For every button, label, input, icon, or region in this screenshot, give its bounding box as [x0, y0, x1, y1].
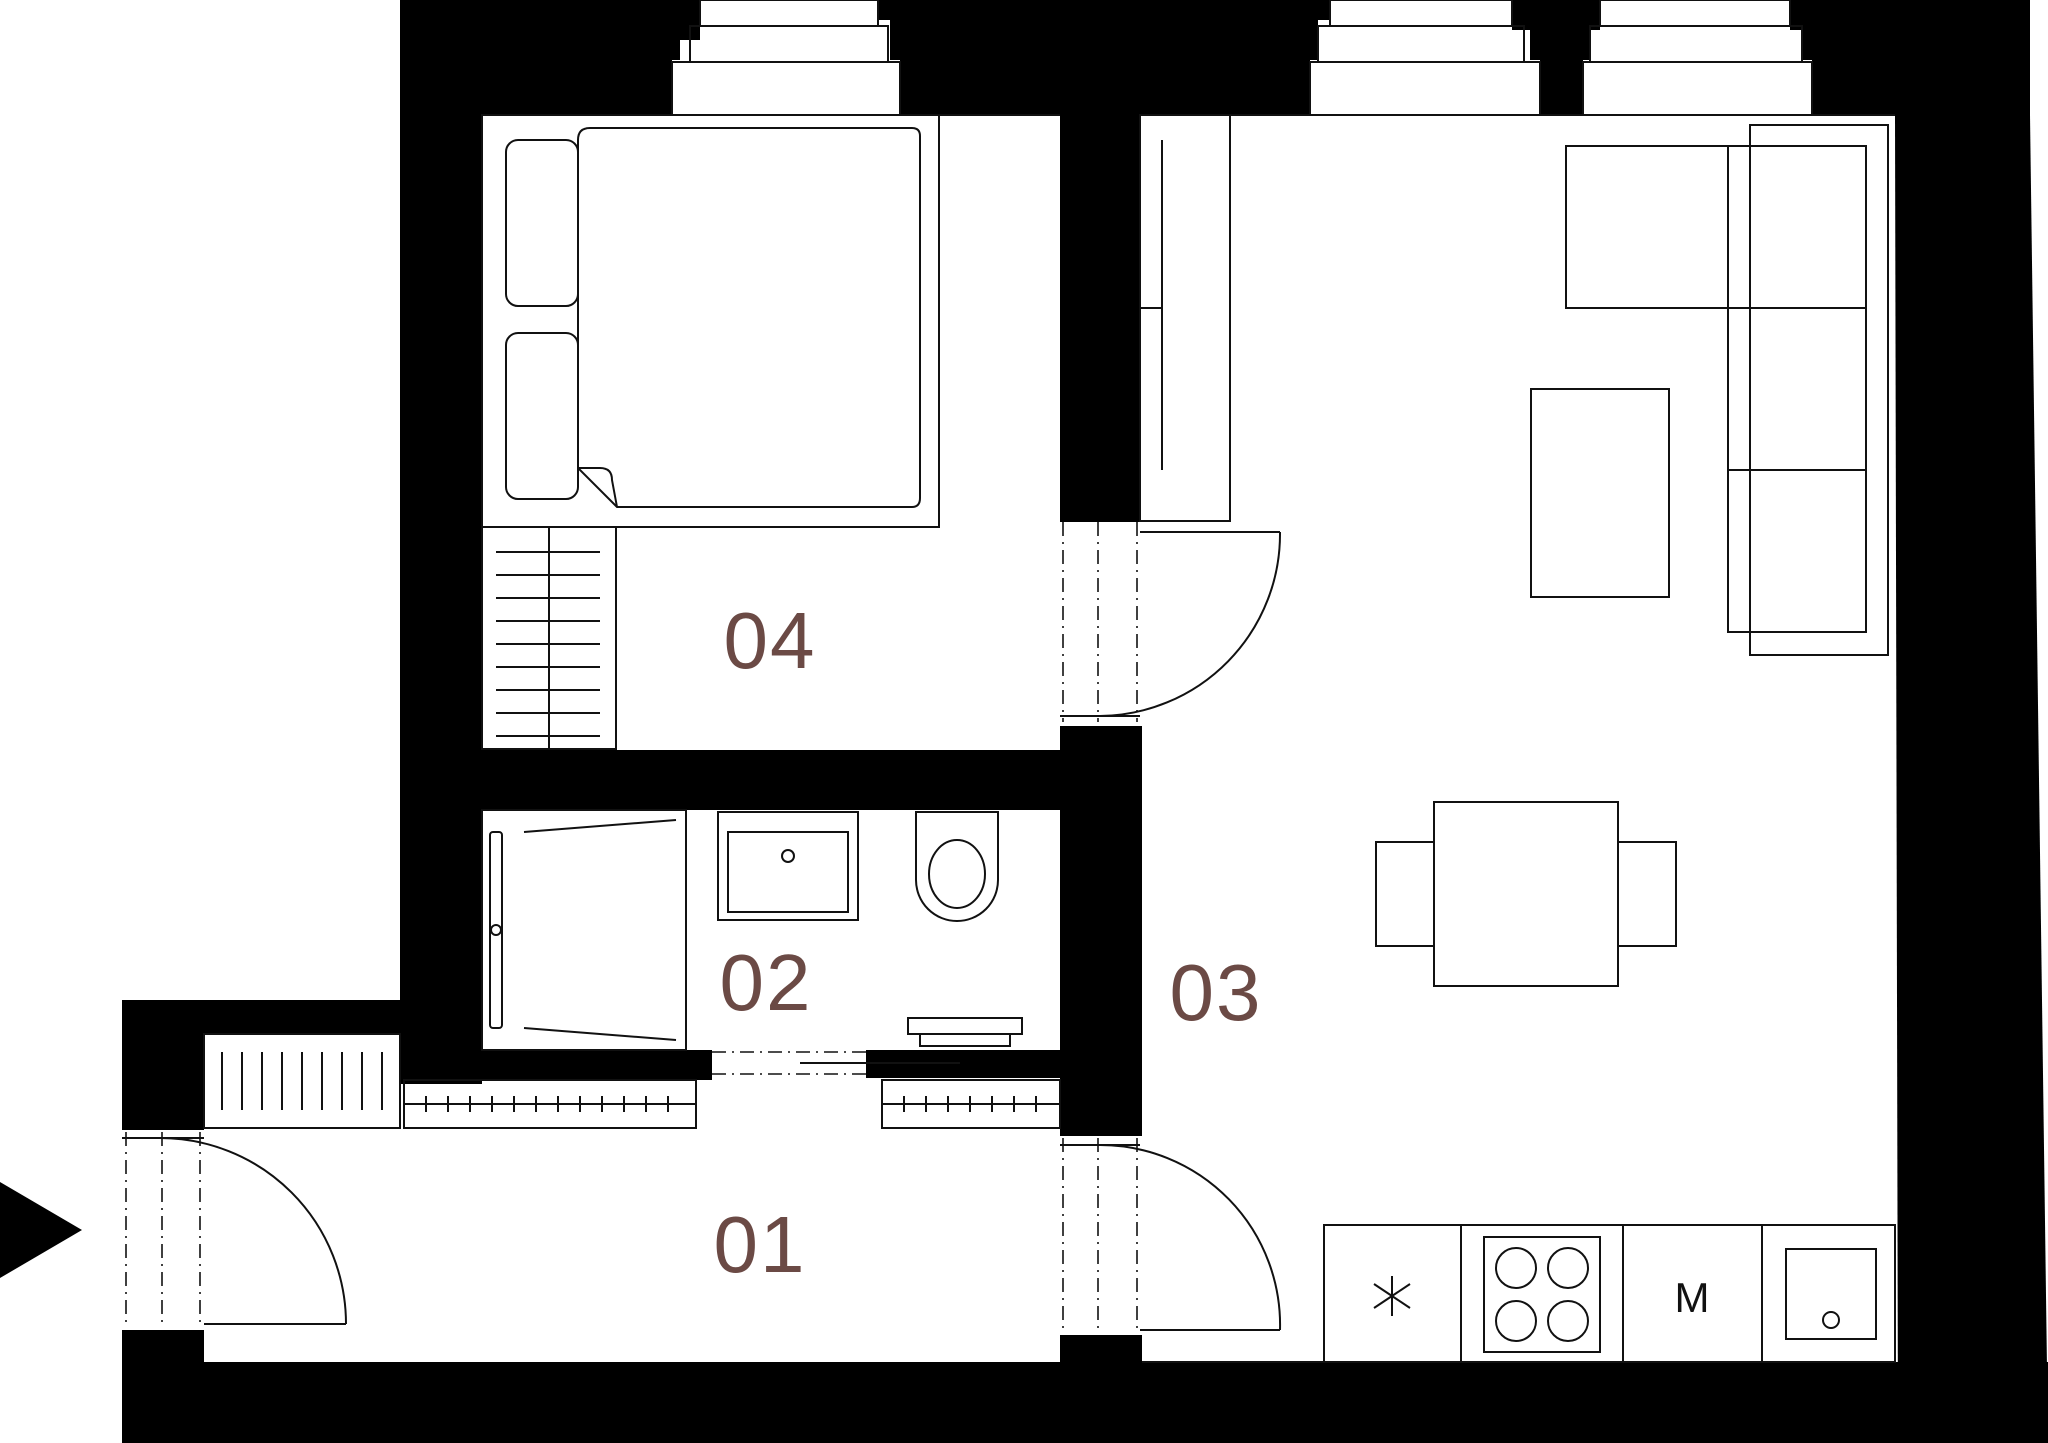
- sink-icon: [1785, 1248, 1877, 1340]
- room-label-03: 03: [1170, 948, 1263, 1037]
- toilet: [915, 811, 999, 922]
- door-bathroom: [712, 1051, 960, 1075]
- corner-sofa: [1565, 124, 1889, 656]
- door-entrance: [122, 1132, 347, 1328]
- hob-icon: [1483, 1236, 1601, 1353]
- wardrobe-bedroom: [481, 526, 617, 750]
- coffee-table: [1530, 388, 1670, 598]
- hall-wardrobe-center: [403, 1079, 697, 1129]
- room-label-01: 01: [714, 1200, 807, 1289]
- window-living-1: [1309, 0, 1541, 116]
- shower: [481, 809, 687, 1051]
- door-bedroom: [1060, 522, 1282, 722]
- door-living: [1060, 1138, 1282, 1334]
- window-living-2: [1582, 0, 1813, 116]
- extractor-fan-icon: [1373, 1276, 1411, 1316]
- kitchen-counter: M: [1323, 1224, 1896, 1363]
- walls: [122, 0, 2048, 1443]
- room-label-02: 02: [720, 938, 813, 1027]
- hall-wardrobe-right: [881, 1079, 1061, 1129]
- bed: [481, 114, 940, 528]
- wardrobe-hangers: [496, 551, 600, 737]
- wardrobe-living: [1139, 114, 1231, 522]
- radiator-bathroom: [907, 1017, 1023, 1047]
- washbasin: [717, 811, 859, 921]
- window-bedroom: [671, 0, 901, 116]
- entrance-arrow-icon: [0, 1182, 82, 1278]
- dining-set: [1375, 801, 1677, 987]
- room-outlines: [482, 114, 1895, 1363]
- room-label-04: 04: [724, 596, 817, 685]
- hall-wardrobe-left: [203, 1033, 401, 1129]
- microwave-icon: M: [1675, 1274, 1710, 1321]
